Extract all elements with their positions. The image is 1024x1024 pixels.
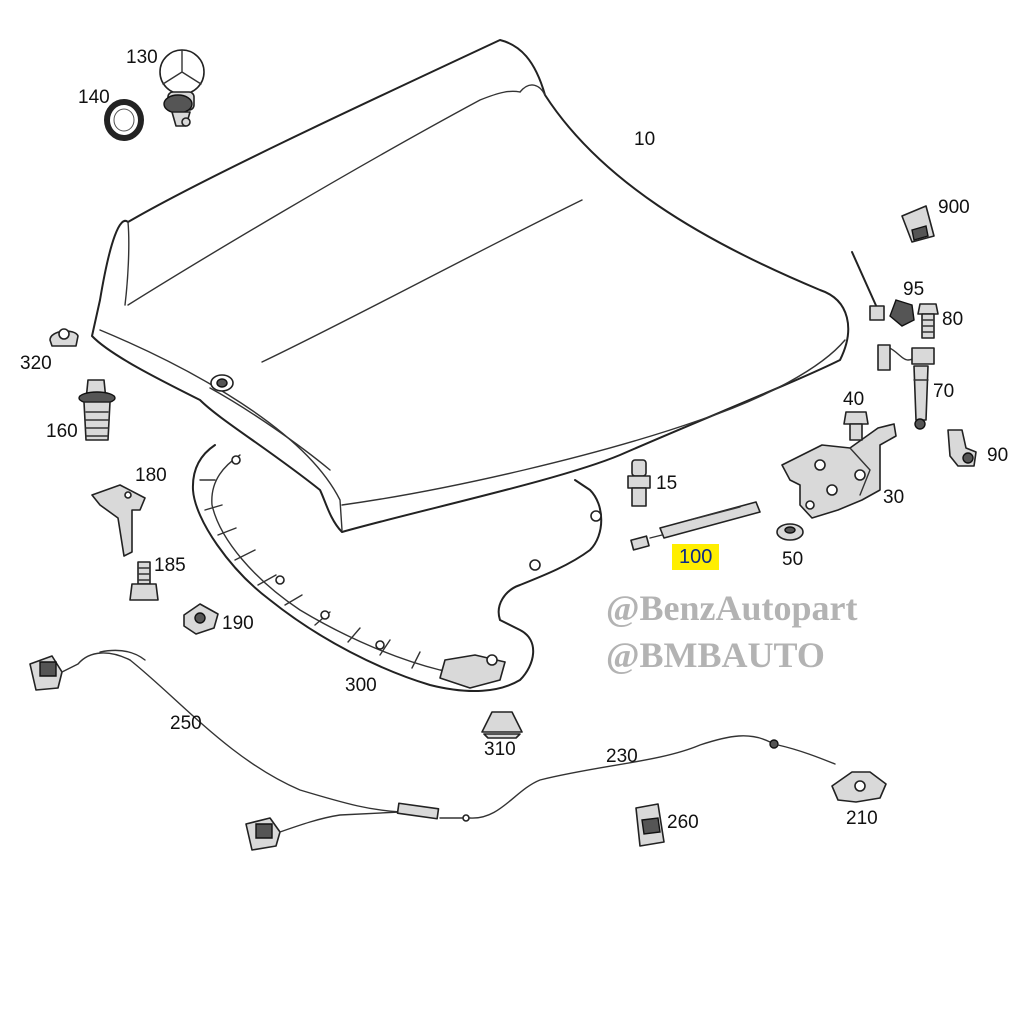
washer-50: [776, 523, 804, 541]
part-label-15: 15: [656, 473, 678, 494]
part-label-160: 160: [46, 421, 78, 442]
part-label-900: 900: [938, 197, 970, 218]
rubber-buffer-160: [78, 379, 116, 441]
part-label-300: 300: [345, 675, 377, 696]
part-label-260: 260: [667, 812, 699, 833]
bolt-80: [917, 303, 939, 339]
cable-70: [877, 344, 935, 430]
part-label-230: 230: [606, 746, 638, 767]
bolt-185: [129, 561, 159, 601]
clip-320: [49, 328, 79, 347]
part-label-10: 10: [634, 129, 656, 150]
part-label-130: 130: [126, 47, 158, 68]
part-label-320: 320: [20, 353, 52, 374]
part-label-90: 90: [987, 445, 1009, 466]
clip-95: [889, 299, 915, 327]
part-label-30: 30: [883, 487, 905, 508]
part-label-40: 40: [843, 389, 865, 410]
star-emblem: [159, 49, 205, 127]
sticker-900: [901, 205, 935, 243]
part-label-50: 50: [782, 549, 804, 570]
watermark-bmbauto: @BMBAUTO: [606, 635, 825, 675]
emblem-ring: [104, 99, 144, 141]
hood-panel: [91, 39, 850, 533]
hinge-30: [781, 423, 897, 519]
holder-260: [635, 803, 665, 847]
part-label-190: 190: [222, 613, 254, 634]
hood-prop-rod: [851, 251, 885, 321]
clip-90: [947, 429, 977, 467]
part-label-185: 185: [154, 555, 186, 576]
part-label-250: 250: [170, 713, 202, 734]
gas-strut-100: [630, 501, 761, 551]
part-label-70: 70: [933, 381, 955, 402]
bolt-40: [843, 411, 869, 441]
release-cable-230: [439, 735, 887, 822]
part-label-80: 80: [942, 309, 964, 330]
part-label-180: 180: [135, 465, 167, 486]
part-label-100-highlighted: 100: [672, 544, 720, 570]
bracket-180: [91, 484, 146, 557]
part-label-210: 210: [846, 808, 878, 829]
release-cable-250: [29, 649, 440, 851]
watermark-benzautopart: @BenzAutopart: [606, 588, 858, 628]
insulation-300: [191, 444, 603, 693]
part-label-95: 95: [903, 279, 925, 300]
part-label-310: 310: [484, 739, 516, 760]
nut-190: [183, 603, 219, 635]
bump-stop-15: [627, 459, 651, 507]
part-label-140: 140: [78, 87, 110, 108]
clip-310: [481, 711, 523, 739]
